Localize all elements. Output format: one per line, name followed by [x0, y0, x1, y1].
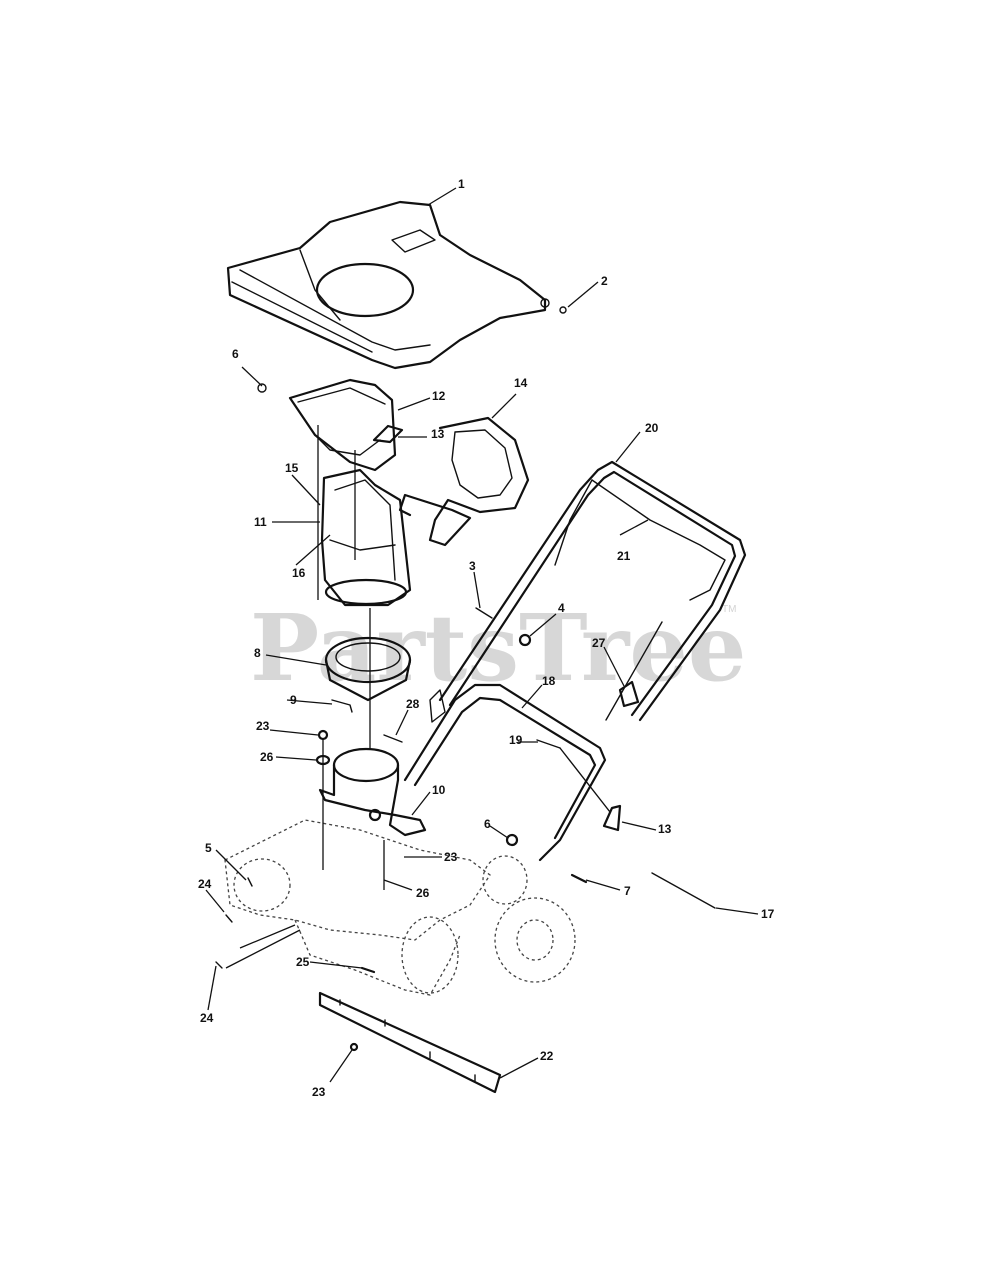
callout-12: 12	[432, 389, 446, 403]
part-nut-6-upper	[257, 383, 267, 393]
part-nut-6-lower	[505, 833, 519, 847]
callout-19: 19	[509, 733, 523, 747]
callout-13-lower: 13	[658, 822, 672, 836]
callout-26-lower: 26	[416, 886, 430, 900]
part-bolt-5	[247, 877, 253, 887]
callout-4: 4	[558, 601, 565, 615]
callout-22: 22	[540, 1049, 554, 1063]
callout-9: 9	[290, 693, 297, 707]
part-rod-17	[651, 872, 716, 909]
part-24-lines	[225, 924, 301, 969]
callout-6-upper: 6	[232, 347, 239, 361]
part-auger-housing-ghost	[224, 819, 576, 996]
part-knob-4	[518, 633, 532, 647]
watermark-trademark: TM	[722, 604, 736, 615]
callout-5: 5	[205, 841, 212, 855]
part-shroud-cover	[226, 200, 550, 370]
part-knob-stem	[559, 747, 611, 813]
callout-2: 2	[601, 274, 608, 288]
callout-10: 10	[432, 783, 446, 797]
callout-26-upper: 26	[260, 750, 274, 764]
part-chute-ring	[324, 636, 412, 702]
callout-18: 18	[542, 674, 556, 688]
part-bolt-3	[475, 607, 493, 619]
callout-28: 28	[406, 697, 420, 711]
callout-13-upper: 13	[431, 427, 445, 441]
callout-23-lower: 23	[312, 1085, 326, 1099]
callout-21: 21	[617, 549, 631, 563]
callout-7: 7	[624, 884, 631, 898]
part-bolt-19	[536, 739, 561, 749]
callout-leaders	[205, 187, 759, 1083]
callout-6-lower: 6	[484, 817, 491, 831]
callout-11: 11	[254, 515, 267, 529]
part-knob-upper	[372, 424, 404, 444]
part-bolt-24	[215, 914, 233, 969]
callout-24-lower: 24	[200, 1011, 214, 1025]
part-bolt-25	[360, 966, 376, 974]
part-shave-plate	[318, 991, 502, 1094]
callout-24-upper: 24	[198, 877, 212, 891]
callout-25: 25	[296, 955, 310, 969]
part-control-cable-2	[554, 479, 593, 566]
part-control-cable	[591, 479, 726, 601]
part-chute-handle	[398, 416, 530, 547]
callout-8: 8	[254, 646, 261, 660]
callout-3: 3	[469, 559, 476, 573]
part-rod-27	[605, 621, 663, 721]
part-nut-23-lower	[349, 1042, 359, 1052]
callout-14: 14	[514, 376, 528, 390]
callout-17: 17	[761, 907, 775, 921]
callout-27: 27	[592, 636, 606, 650]
part-screw-2	[559, 306, 567, 314]
part-pin-9	[331, 699, 353, 713]
callout-16: 16	[292, 566, 306, 580]
callout-labels: 1 2 3 4 5 6 6 7 8 9 10 11 12 13 13 14 15…	[198, 177, 775, 1099]
part-bolt-7	[570, 873, 588, 884]
callout-1: 1	[458, 177, 465, 191]
part-bolt-28	[383, 734, 403, 743]
callout-20: 20	[645, 421, 659, 435]
part-chute-base	[318, 747, 427, 837]
part-upper-handle	[438, 460, 747, 722]
part-nut-23	[317, 729, 329, 741]
callout-15: 15	[285, 461, 299, 475]
part-knob-lower	[602, 804, 622, 832]
assembly-axis-lines	[317, 425, 385, 890]
part-chute-deflector	[288, 378, 397, 472]
callout-23-mid: 23	[444, 850, 458, 864]
part-lower-handle	[403, 683, 607, 862]
part-upper-chute	[320, 468, 412, 607]
part-clip-27	[618, 680, 640, 708]
callout-23-upper: 23	[256, 719, 270, 733]
